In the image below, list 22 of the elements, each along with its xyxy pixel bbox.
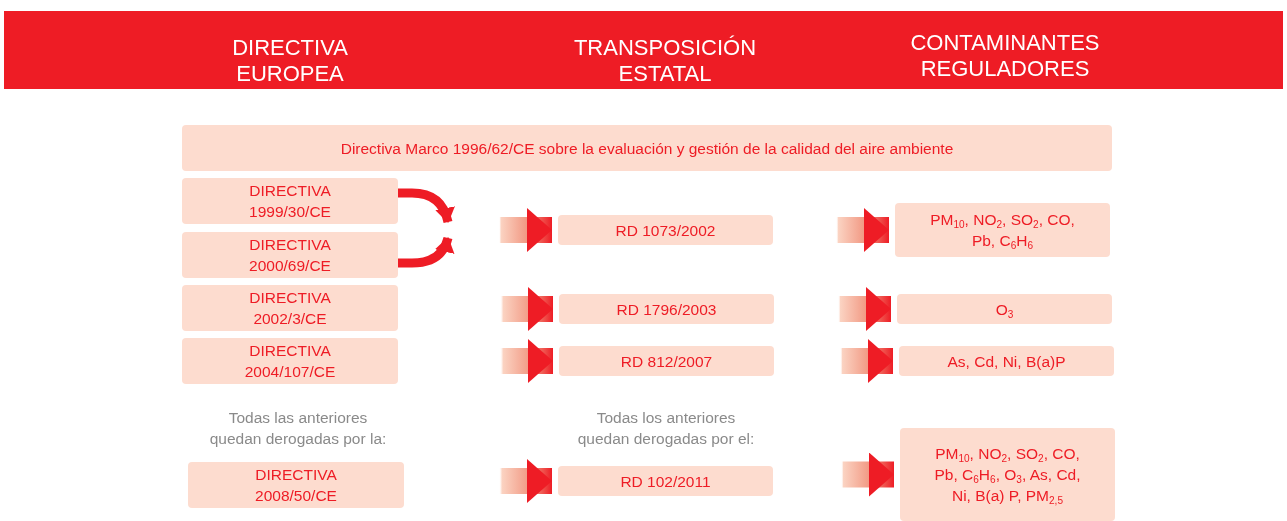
column-heading: TRANSPOSICIÓN ESTATAL — [572, 35, 758, 87]
text-box: DIRECTIVA 2000/69/CE — [182, 232, 398, 278]
text-box: O$_{3}$ — [897, 294, 1112, 324]
text-box: PM$_{10}$, NO$_{2}$, SO$_{2}$, CO, Pb, C$_{6}$H$_{6}$, O$_{3}$, As, Cd, Ni, B(a) P, PM$_{2,5}$ — [900, 428, 1115, 521]
text-box: RD 1073/2002 — [558, 215, 773, 245]
text-box: RD 1796/2003 — [559, 294, 774, 324]
column-heading: CONTAMINANTES REGULADORES — [909, 30, 1101, 82]
curved-arrow — [398, 188, 455, 224]
note-text: Todas las anteriores quedan derogadas por la: — [208, 408, 388, 449]
header-band — [4, 11, 1283, 89]
text-box: DIRECTIVA 2004/107/CE — [182, 338, 398, 384]
column-heading: DIRECTIVA EUROPEA — [231, 35, 349, 87]
text-box: DIRECTIVA 1999/30/CE — [182, 178, 398, 224]
text-box: RD 102/2011 — [558, 466, 773, 496]
text-box: DIRECTIVA 2002/3/CE — [182, 285, 398, 331]
curved-arrow — [398, 236, 454, 268]
note-text: Todas los anteriores quedan derogadas por el: — [576, 408, 756, 449]
text-box: PM$_{10}$, NO$_{2}$, SO$_{2}$, CO, Pb, C$_{6}$H$_{6}$ — [895, 203, 1110, 257]
text-box: Directiva Marco 1996/62/CE sobre la evaluación y gestión de la calidad del aire ambiente — [182, 125, 1112, 171]
text-box: RD 812/2007 — [559, 346, 774, 376]
text-box: DIRECTIVA 2008/50/CE — [188, 462, 404, 508]
text-box: As, Cd, Ni, B(a)P — [899, 346, 1114, 376]
